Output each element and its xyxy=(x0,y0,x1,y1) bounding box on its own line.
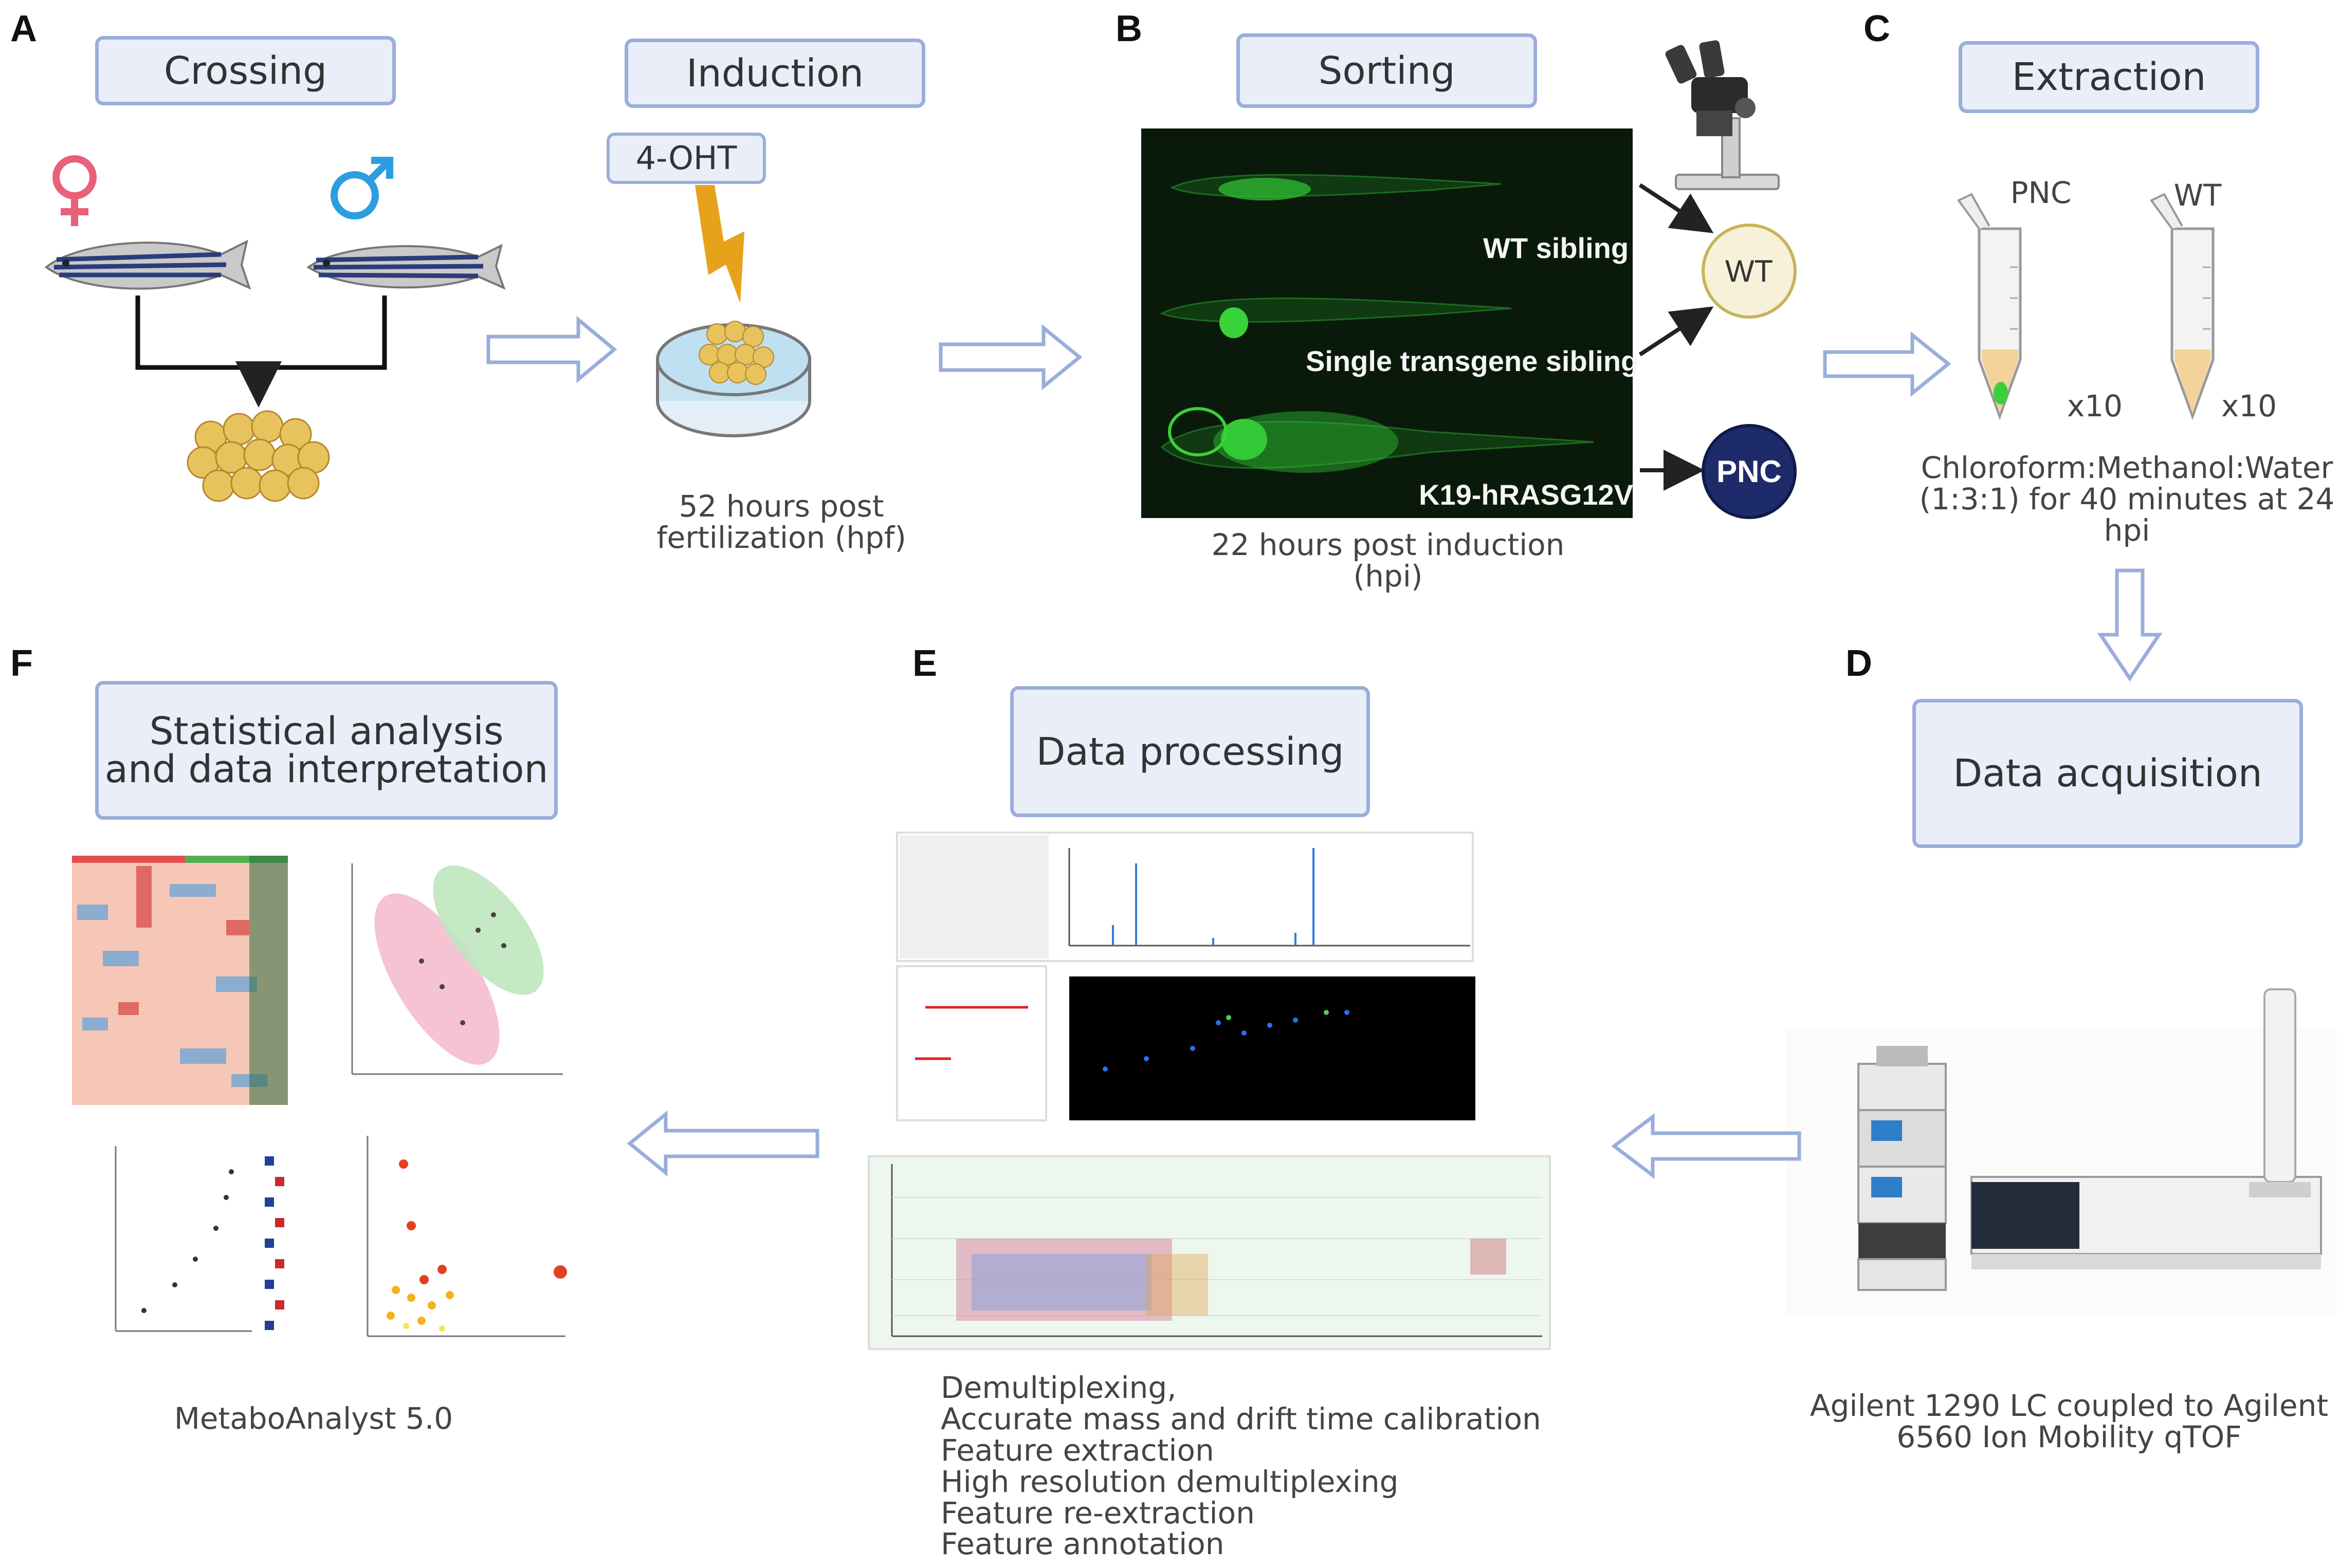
processing-step: Demultiplexing, xyxy=(941,1370,1177,1405)
embryo-cluster-icon xyxy=(187,410,330,502)
flow-arrow-6 xyxy=(627,1110,819,1177)
extraction-caption: Chloroform:Methanol:Water (1:3:1) for 40… xyxy=(1919,450,2335,548)
pca-plot xyxy=(351,863,563,1075)
processing-step: Accurate mass and drift time calibration xyxy=(941,1401,1541,1436)
step-sorting: Sorting xyxy=(1236,33,1537,108)
heatmap-plot xyxy=(72,856,288,1105)
panel-label-a: A xyxy=(10,8,37,49)
panel-label-b: B xyxy=(1116,8,1142,49)
step-induction: Induction xyxy=(625,39,925,108)
fluorescence-micrograph xyxy=(1141,128,1633,518)
processing-step: Feature extraction xyxy=(941,1432,1214,1468)
induction-caption: 52 hours post fertilization (hpf) xyxy=(656,489,906,555)
lc-ms-instrument-icon xyxy=(1786,988,2336,1316)
panel-label-e: E xyxy=(912,643,938,684)
analysis-software-caption: MetaboAnalyst 5.0 xyxy=(174,1401,453,1436)
drug-label-4oht: 4-OHT xyxy=(607,133,766,184)
cross-bracket xyxy=(135,296,387,408)
flow-arrow-1 xyxy=(486,316,617,383)
sorting-arrows xyxy=(1638,183,1714,491)
enrichment-dotplot xyxy=(115,1146,284,1332)
fish-label-k19-hrasg12v: K19-hRASG12V xyxy=(1419,478,1634,511)
fish-label-single-transgene: Single transgene sibling xyxy=(1306,345,1639,377)
step-data-processing: Data processing xyxy=(1010,686,1370,817)
sorting-caption: 22 hours post induction (hpi) xyxy=(1211,527,1565,594)
flow-arrow-3 xyxy=(1823,331,1951,397)
lightning-icon xyxy=(695,185,744,303)
processing-step: Feature re-extraction xyxy=(941,1495,1255,1530)
step-data-acquisition: Data acquisition xyxy=(1912,699,2303,848)
acquisition-caption: Agilent 1290 LC coupled to Agilent 6560 … xyxy=(1810,1388,2329,1454)
larvae-fluorescence xyxy=(1160,174,1594,473)
panel-label-f: F xyxy=(10,643,33,684)
processing-screenshot-spectrum xyxy=(896,832,1474,962)
flow-arrow-5 xyxy=(1611,1113,1801,1179)
female-symbol-icon xyxy=(52,155,97,226)
outcome-pnc-badge: PNC xyxy=(1702,424,1797,519)
petri-dish-icon xyxy=(656,321,811,437)
tube-label-pnc: PNC xyxy=(2010,175,2072,210)
flow-arrow-2 xyxy=(939,324,1083,391)
tube-count-pnc: x10 xyxy=(2067,389,2123,423)
tube-wt-icon xyxy=(2149,193,2215,420)
flow-arrow-4 xyxy=(2097,568,2163,682)
step-statistical-analysis: Statistical analysis and data interpreta… xyxy=(95,681,558,820)
zebrafish-male-icon xyxy=(306,244,506,290)
outcome-wt-badge: WT xyxy=(1702,224,1797,319)
processing-screenshot-mobility xyxy=(896,965,1475,1121)
tube-label-wt: WT xyxy=(2173,178,2222,213)
processing-steps-list: Demultiplexing, Accurate mass and drift … xyxy=(941,1372,1588,1560)
zebrafish-female-icon xyxy=(44,239,251,290)
step-crossing: Crossing xyxy=(95,36,396,105)
step-extraction: Extraction xyxy=(1959,41,2259,113)
volcano-plot xyxy=(367,1136,567,1337)
panel-label-d: D xyxy=(1845,643,1872,684)
male-symbol-icon xyxy=(331,157,393,219)
processing-step: Feature annotation xyxy=(941,1526,1225,1562)
panel-label-c: C xyxy=(1863,8,1890,49)
tube-pnc-icon xyxy=(1957,193,2022,420)
microscope-icon xyxy=(1665,40,1780,190)
tube-count-wt: x10 xyxy=(2221,389,2277,423)
processing-step: High resolution demultiplexing xyxy=(941,1464,1399,1499)
processing-screenshot-features xyxy=(868,1155,1551,1350)
fish-label-wt-sibling: WT sibling xyxy=(1483,232,1629,264)
